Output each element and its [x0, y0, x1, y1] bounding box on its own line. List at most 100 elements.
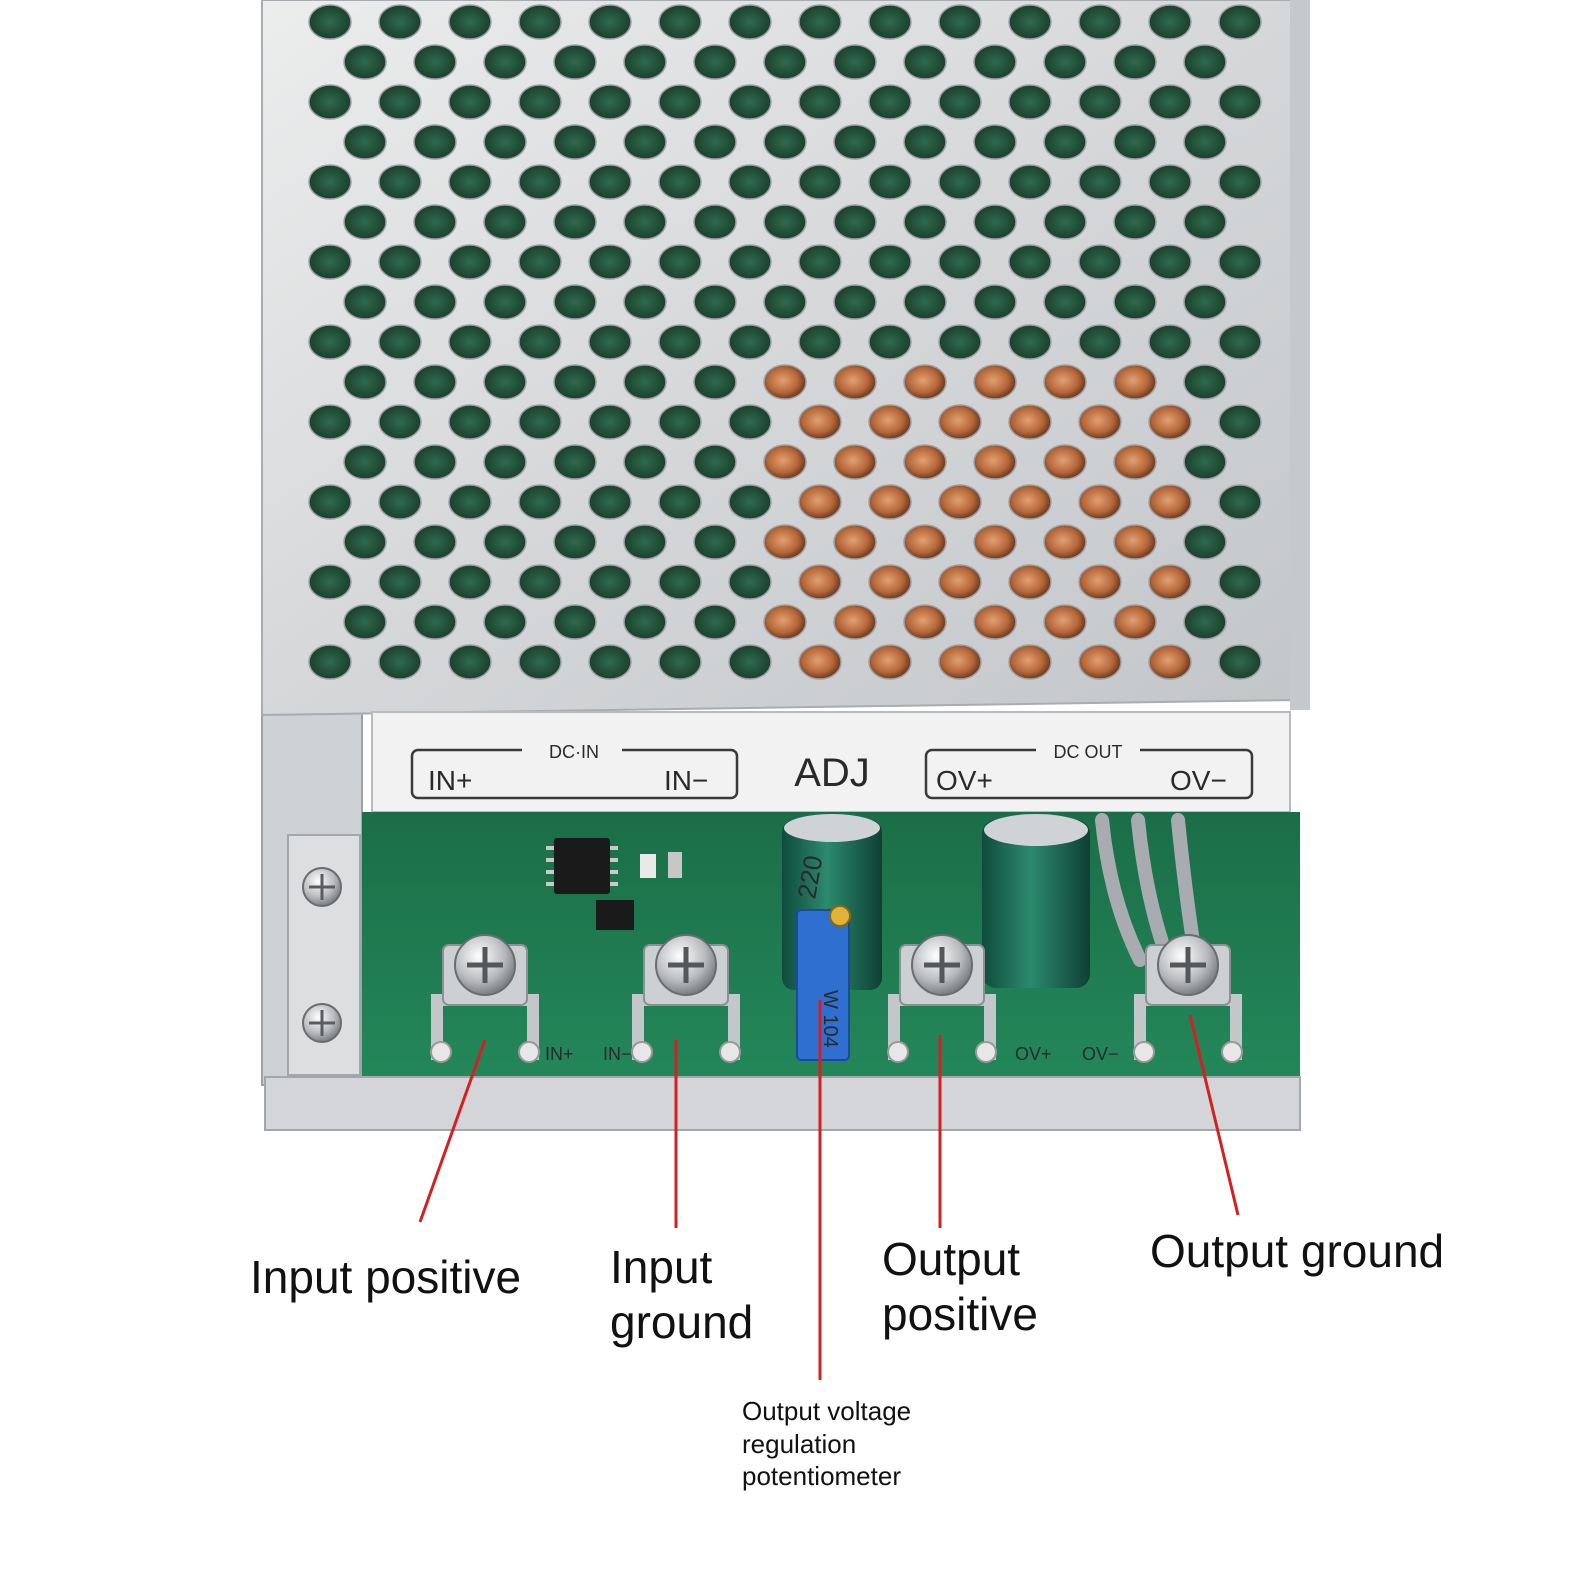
vent-hole	[1218, 404, 1262, 440]
vent-hole	[1218, 4, 1262, 40]
vent-hole	[938, 484, 982, 520]
vent-hole	[903, 604, 947, 640]
pcb-label-in-plus: IN+	[545, 1044, 574, 1064]
vent-hole	[903, 364, 947, 400]
vent-hole	[728, 244, 772, 280]
vent-hole	[448, 244, 492, 280]
vent-hole	[1043, 444, 1087, 480]
vent-hole	[763, 444, 807, 480]
vent-hole	[1113, 124, 1157, 160]
vent-hole	[868, 564, 912, 600]
vent-hole	[343, 44, 387, 80]
vent-hole	[868, 404, 912, 440]
vent-hole	[1183, 124, 1227, 160]
vent-hole	[343, 284, 387, 320]
vent-hole	[518, 164, 562, 200]
vent-hole	[413, 204, 457, 240]
vent-hole	[938, 164, 982, 200]
vent-hole	[308, 4, 352, 40]
vent-hole	[658, 644, 702, 680]
vent-hole	[798, 164, 842, 200]
vent-hole	[1113, 524, 1157, 560]
vent-hole	[588, 404, 632, 440]
vent-hole	[1148, 644, 1192, 680]
vent-hole	[1113, 284, 1157, 320]
vent-hole	[1008, 564, 1052, 600]
vent-hole	[1043, 44, 1087, 80]
vent-hole	[483, 204, 527, 240]
vent-hole	[553, 44, 597, 80]
vent-hole	[658, 564, 702, 600]
vent-hole	[903, 124, 947, 160]
vent-hole	[448, 644, 492, 680]
vent-hole	[623, 524, 667, 560]
terminal-ov-minus	[1133, 934, 1243, 1063]
vent-hole	[868, 164, 912, 200]
capacitor-marking: 220	[791, 853, 828, 901]
vent-hole	[1113, 44, 1157, 80]
vent-hole	[658, 244, 702, 280]
vent-hole	[1113, 364, 1157, 400]
vent-hole	[378, 484, 422, 520]
vent-hole	[1078, 84, 1122, 120]
vent-hole	[483, 124, 527, 160]
vent-hole	[693, 284, 737, 320]
vent-hole	[1078, 324, 1122, 360]
vent-hole	[1148, 84, 1192, 120]
vent-hole	[1218, 84, 1262, 120]
vent-hole	[623, 444, 667, 480]
callout-output-ground: Output ground	[1150, 1225, 1445, 1277]
vent-hole	[1008, 4, 1052, 40]
vent-hole	[1043, 364, 1087, 400]
vent-hole	[973, 524, 1017, 560]
vent-hole	[483, 364, 527, 400]
vent-hole	[623, 364, 667, 400]
terminal-in-minus	[631, 934, 741, 1063]
vent-hole	[728, 84, 772, 120]
vent-hole	[903, 444, 947, 480]
label-in-plus: IN+	[428, 765, 472, 796]
bracket-screw	[302, 867, 342, 907]
perforated-cover	[261, 0, 1310, 717]
vent-hole	[938, 404, 982, 440]
vent-hole	[413, 284, 457, 320]
vent-hole	[378, 644, 422, 680]
vent-hole	[1148, 484, 1192, 520]
vent-hole	[518, 484, 562, 520]
vent-hole	[623, 204, 667, 240]
vent-hole	[1043, 204, 1087, 240]
vent-hole	[1008, 164, 1052, 200]
vent-hole	[833, 284, 877, 320]
vent-hole	[308, 564, 352, 600]
vent-hole	[1148, 164, 1192, 200]
vent-hole	[1218, 484, 1262, 520]
vent-hole	[553, 604, 597, 640]
vent-hole	[658, 164, 702, 200]
vent-hole	[518, 564, 562, 600]
vent-hole	[763, 44, 807, 80]
vent-hole	[1008, 324, 1052, 360]
vent-hole	[693, 604, 737, 640]
vent-hole	[343, 444, 387, 480]
vent-hole	[378, 324, 422, 360]
vent-hole	[833, 604, 877, 640]
vent-hole	[763, 524, 807, 560]
vent-hole	[728, 484, 772, 520]
circuit-board: 220 W 104 IN+ IN− OV+ OV−	[264, 812, 1301, 1131]
vent-hole	[798, 84, 842, 120]
vent-hole	[1078, 244, 1122, 280]
vent-hole	[1183, 44, 1227, 80]
vent-hole	[1078, 484, 1122, 520]
vent-hole	[1148, 564, 1192, 600]
vent-hole	[763, 364, 807, 400]
pcb-label-ov-minus: OV−	[1082, 1044, 1119, 1064]
vent-hole	[938, 4, 982, 40]
terminal-label-strip: DC·IN IN+ IN− ADJ DC OUT OV+ OV−	[371, 711, 1291, 813]
vent-hole	[448, 4, 492, 40]
potentiometer-marking: W 104	[819, 990, 841, 1048]
vent-hole	[308, 244, 352, 280]
pcb-label-ov-plus: OV+	[1015, 1044, 1052, 1064]
vent-hole	[343, 364, 387, 400]
vent-hole	[308, 644, 352, 680]
vent-hole	[1008, 404, 1052, 440]
